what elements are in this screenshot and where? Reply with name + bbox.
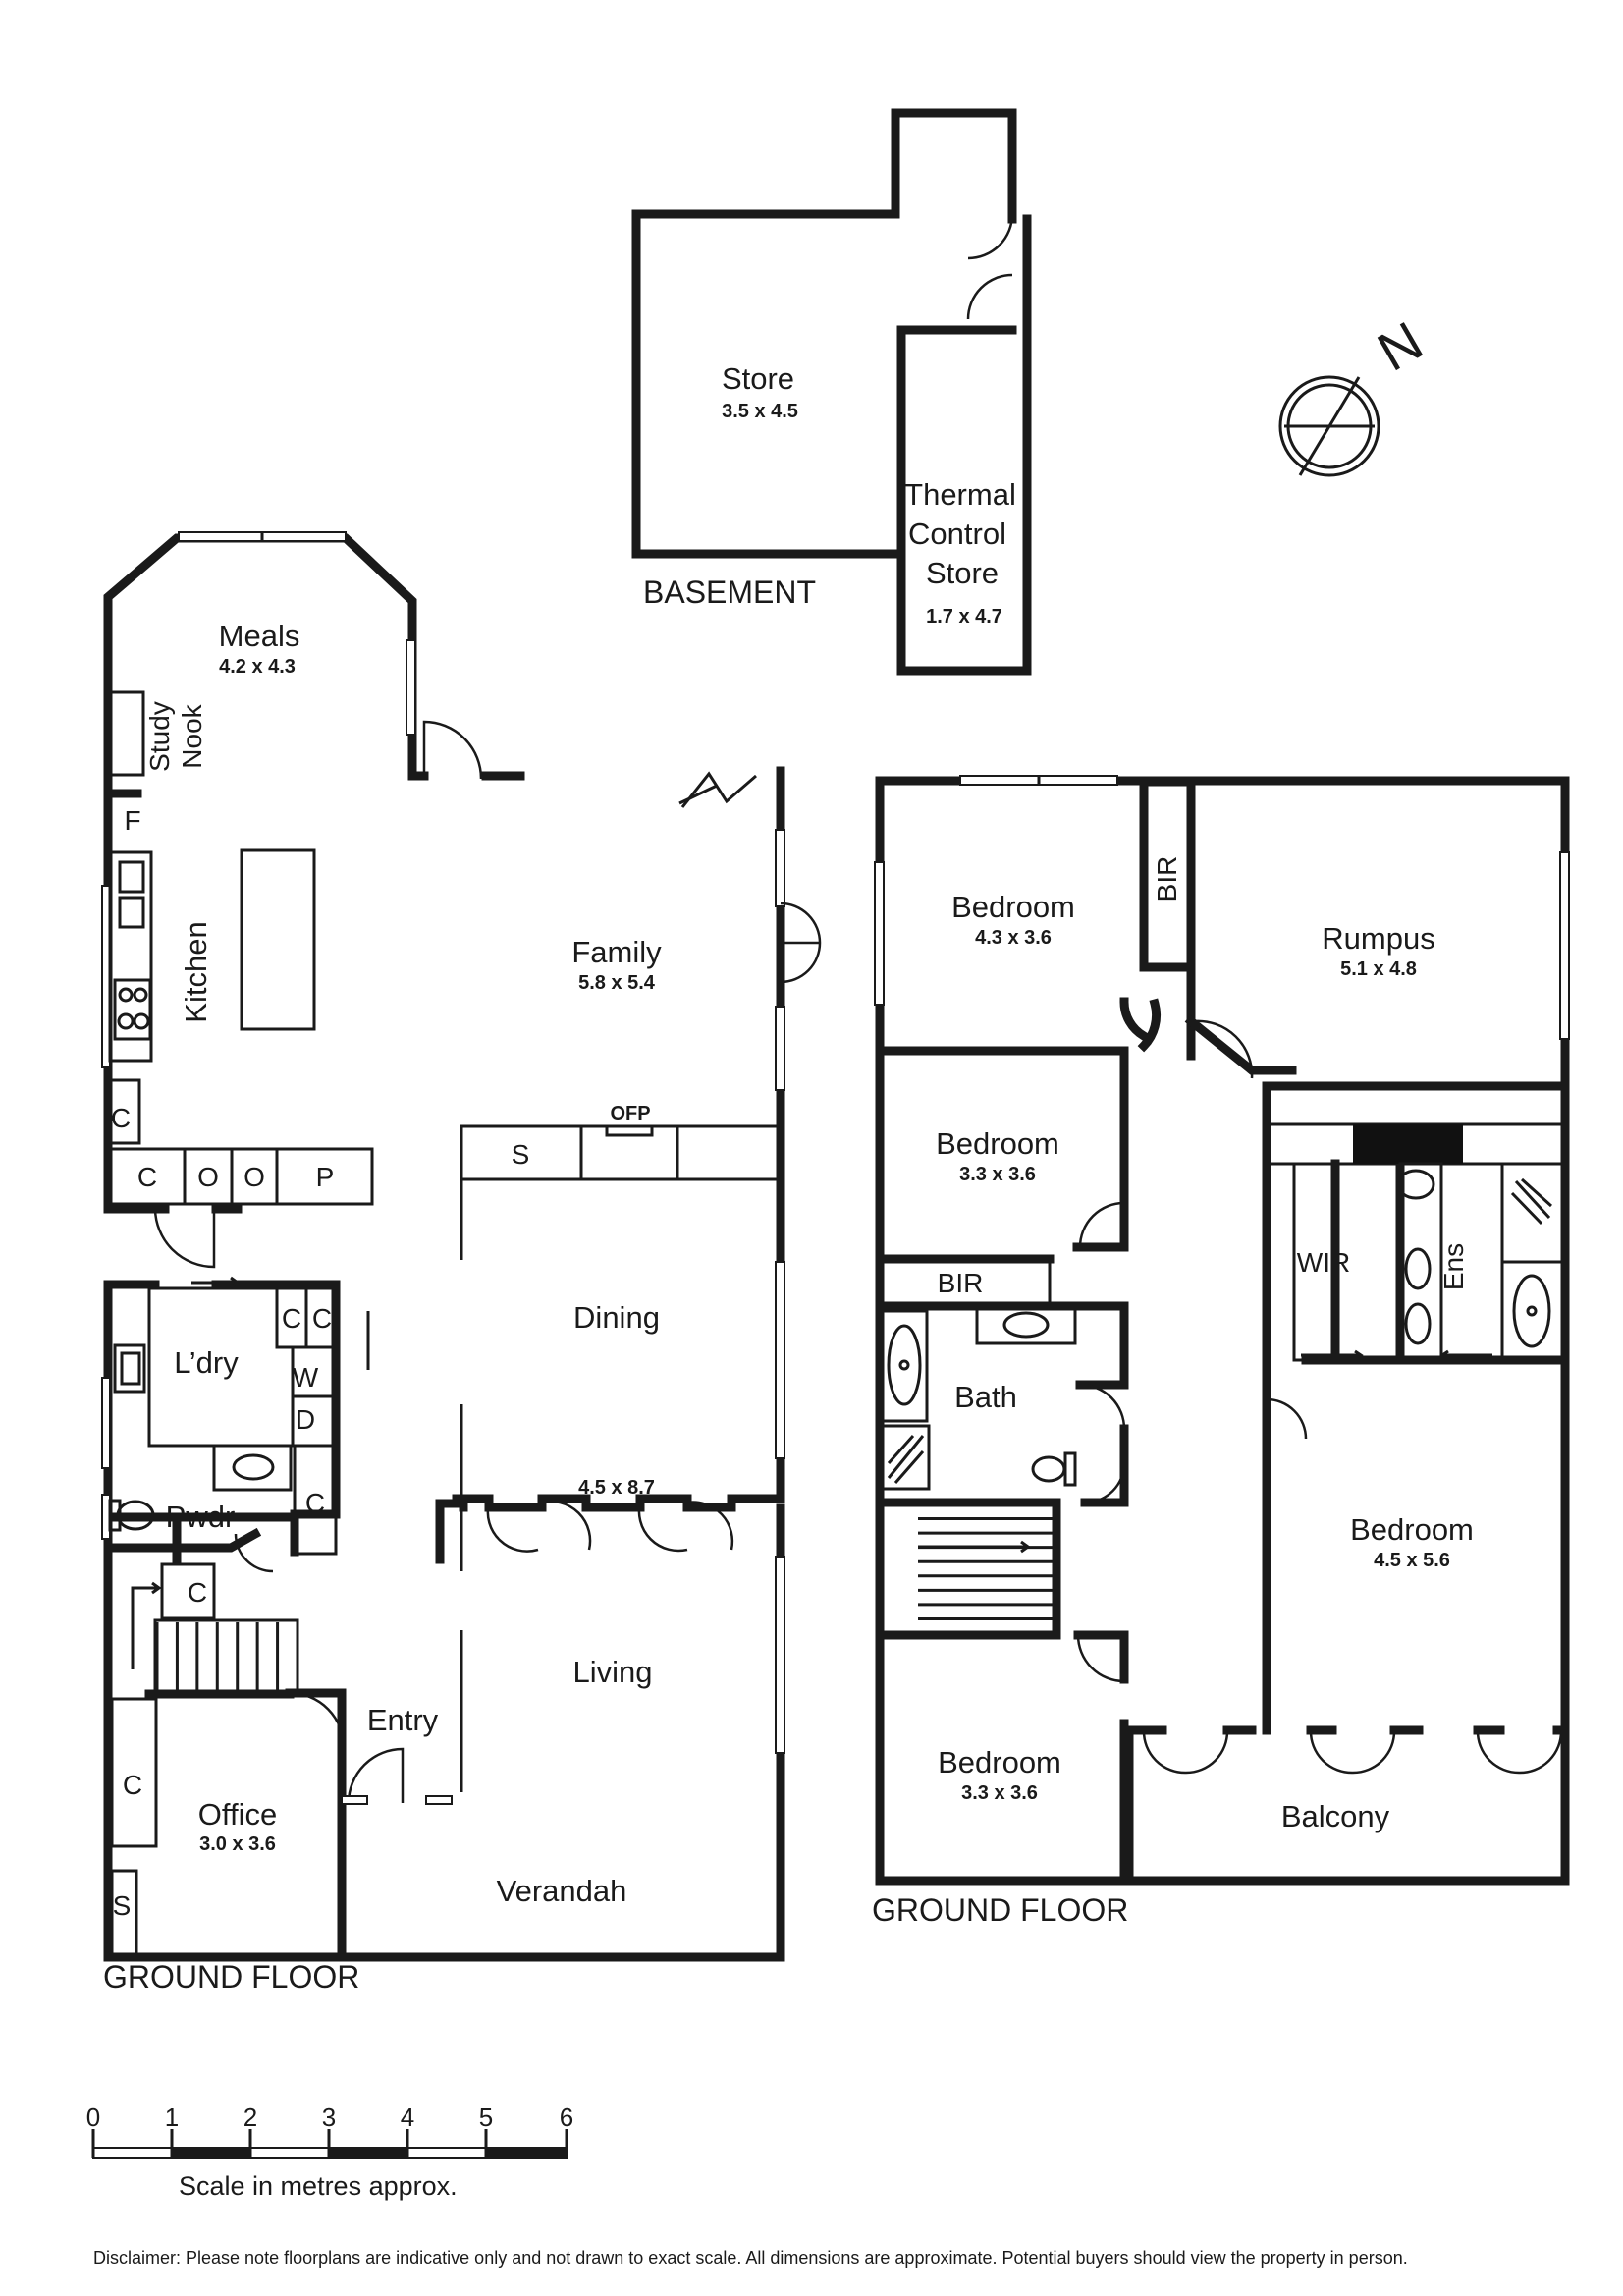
scale-tick-4: 4 bbox=[401, 2103, 414, 2132]
bir-vertical-label: BIR bbox=[1152, 856, 1182, 902]
office-name: Office bbox=[198, 1797, 277, 1831]
cupboard-row-o2: O bbox=[243, 1162, 265, 1192]
bedroom2-dims: 3.3 x 3.6 bbox=[959, 1164, 1036, 1185]
meals-dims: 4.2 x 4.3 bbox=[219, 656, 296, 678]
fridge-label: F bbox=[124, 805, 140, 836]
bedroom2-name: Bedroom bbox=[936, 1126, 1059, 1161]
ens-label: Ens bbox=[1438, 1243, 1469, 1290]
laundry-label: L’dry bbox=[174, 1345, 239, 1380]
study-nook-line2: Nook bbox=[177, 703, 207, 768]
dryer-label: D bbox=[296, 1404, 315, 1435]
ground-floor-left-label: GROUND FLOOR bbox=[103, 1959, 359, 1995]
servery-label: S bbox=[512, 1139, 530, 1170]
cupboard-row-p: P bbox=[316, 1162, 335, 1192]
kitchen-cupboard-label: C bbox=[111, 1103, 131, 1133]
wir-label: WIR bbox=[1297, 1247, 1350, 1278]
bedroom1-name: Bedroom bbox=[951, 890, 1075, 924]
scale-tick-6: 6 bbox=[560, 2103, 573, 2132]
stair-cupboard-label: C bbox=[188, 1577, 207, 1608]
scale-tick-3: 3 bbox=[322, 2103, 336, 2132]
north-compass-icon: N bbox=[1278, 309, 1434, 477]
store-name: Store bbox=[722, 361, 794, 396]
living-label: Living bbox=[573, 1655, 653, 1689]
cupboard-row-c: C bbox=[137, 1162, 157, 1192]
thermal-line1: Thermal bbox=[904, 477, 1016, 512]
scale-caption: Scale in metres approx. bbox=[179, 2171, 458, 2201]
cupboard-row-o1: O bbox=[197, 1162, 219, 1192]
dining-label: Dining bbox=[573, 1300, 660, 1335]
family-name: Family bbox=[571, 935, 662, 969]
scale-bar: 0 1 2 3 4 5 6 Scale in metres approx. bbox=[86, 2103, 573, 2201]
office-dims: 3.0 x 3.6 bbox=[199, 1833, 276, 1855]
scale-tick-0: 0 bbox=[86, 2103, 100, 2132]
disclaimer: Disclaimer: Please note floorplans are i… bbox=[93, 2248, 1408, 2268]
ground-floor-left-plan: Meals 4.2 x 4.3 Study Nook F Kitchen Fam… bbox=[101, 531, 822, 1995]
pwdr-label: Pwdr bbox=[166, 1500, 236, 1534]
family-dims: 5.8 x 5.4 bbox=[578, 972, 656, 994]
bath-label: Bath bbox=[954, 1380, 1017, 1414]
bedroom3-name: Bedroom bbox=[1350, 1512, 1474, 1547]
ofp-label: OFP bbox=[610, 1103, 650, 1124]
rumpus-dims: 5.1 x 4.8 bbox=[1340, 958, 1417, 980]
balcony-label: Balcony bbox=[1281, 1799, 1390, 1833]
thermal-line3: Store bbox=[926, 556, 999, 590]
bedroom1-dims: 4.3 x 3.6 bbox=[975, 927, 1052, 949]
office-storage-label: S bbox=[113, 1890, 132, 1921]
bedroom3-dims: 4.5 x 5.6 bbox=[1374, 1550, 1450, 1571]
ground-floor-right-plan: Bedroom 4.3 x 3.6 BIR Rumpus 5.1 x 4.8 B… bbox=[872, 775, 1570, 1928]
basement-label: BASEMENT bbox=[643, 574, 816, 610]
laundry-cupboard-2: C bbox=[312, 1303, 332, 1334]
thermal-line2: Control bbox=[908, 517, 1006, 551]
study-nook-line1: Study bbox=[144, 701, 175, 772]
scale-tick-2: 2 bbox=[243, 2103, 257, 2132]
stair-treads bbox=[155, 1622, 299, 1693]
verandah-label: Verandah bbox=[497, 1874, 627, 1908]
dining-living-dims: 4.5 x 8.7 bbox=[578, 1477, 655, 1499]
scale-tick-5: 5 bbox=[479, 2103, 493, 2132]
bir-horizontal-label: BIR bbox=[938, 1268, 984, 1298]
ground-floor-right-label: GROUND FLOOR bbox=[872, 1892, 1128, 1928]
entry-label: Entry bbox=[367, 1703, 439, 1737]
kitchen-label: Kitchen bbox=[179, 921, 213, 1022]
store-dims: 3.5 x 4.5 bbox=[722, 401, 798, 422]
compass-north-letter: N bbox=[1368, 309, 1434, 383]
meals-bay-windows bbox=[101, 531, 785, 1754]
thermal-dims: 1.7 x 4.7 bbox=[926, 606, 1002, 628]
rumpus-name: Rumpus bbox=[1322, 921, 1434, 956]
bedroom4-dims: 3.3 x 3.6 bbox=[961, 1782, 1038, 1804]
office-cupboard-label: C bbox=[123, 1770, 142, 1800]
basement-plan: Store 3.5 x 4.5 Thermal Control Store 1.… bbox=[631, 108, 1032, 676]
washer-label: W bbox=[293, 1362, 319, 1393]
upper-stair-treads bbox=[918, 1503, 1056, 1635]
meals-name: Meals bbox=[219, 619, 300, 653]
laundry-cupboard-1: C bbox=[282, 1303, 301, 1334]
upper-windows bbox=[874, 775, 1570, 1040]
bedroom4-name: Bedroom bbox=[938, 1745, 1061, 1779]
pwdr-cupboard-label: C bbox=[305, 1488, 325, 1518]
scale-tick-1: 1 bbox=[165, 2103, 179, 2132]
